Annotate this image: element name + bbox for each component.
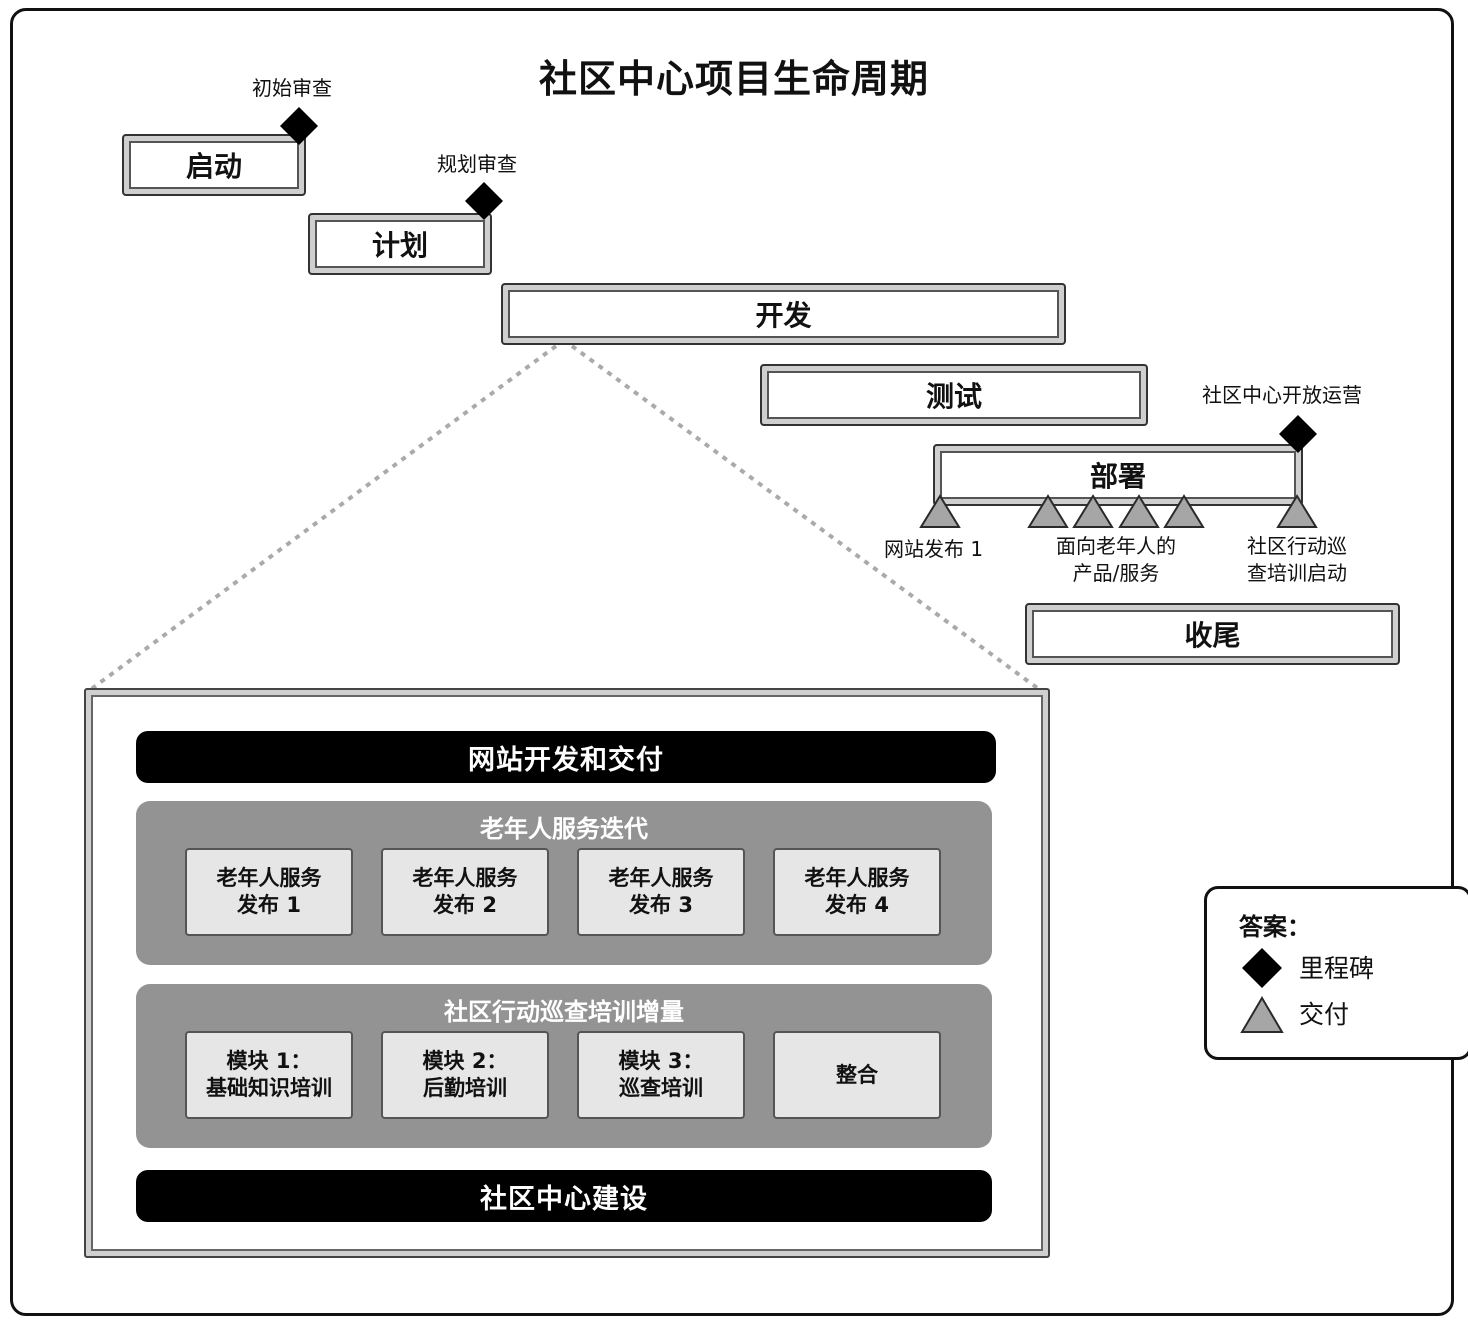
senior-services-group-title: 老年人服务迭代	[480, 815, 648, 843]
phase-deployment: 部署	[933, 444, 1303, 506]
patrol-training-group: 社区行动巡查培训增量 模块 1：基础知识培训 模块 2：后勤培训 模块 3：巡查…	[136, 984, 992, 1148]
training-module-card: 模块 3：巡查培训	[577, 1031, 745, 1119]
patrol-training-group-title: 社区行动巡查培训增量	[444, 998, 684, 1026]
legend-triangle-icon	[1240, 996, 1284, 1033]
milestone-diamond-icon	[1279, 415, 1317, 453]
website-delivery-bar: 网站开发和交付	[136, 731, 996, 783]
milestone-label-center-opening: 社区中心开放运营	[1202, 383, 1362, 407]
phase-planning: 计划	[308, 213, 492, 275]
deliverable-triangle-icon	[1163, 494, 1205, 528]
phase-closure: 收尾	[1025, 603, 1400, 665]
senior-release-card: 老年人服务发布 2	[381, 848, 549, 936]
zoom-line-right	[570, 344, 1042, 692]
training-module-card: 模块 1：基础知识培训	[185, 1031, 353, 1119]
deliverable-triangle-icon	[1027, 494, 1069, 528]
training-module-card: 模块 2：后勤培训	[381, 1031, 549, 1119]
diagram-frame	[10, 8, 1454, 1316]
senior-release-card: 老年人服务发布 1	[185, 848, 353, 936]
center-construction-bar: 社区中心建设	[136, 1170, 992, 1222]
senior-services-group: 老年人服务迭代 老年人服务发布 1 老年人服务发布 2 老年人服务发布 3 老年…	[136, 801, 992, 965]
legend-diamond-icon	[1242, 948, 1282, 988]
development-detail-panel: 网站开发和交付 老年人服务迭代 老年人服务发布 1 老年人服务发布 2 老年人服…	[84, 688, 1050, 1258]
legend-milestone-label: 里程碑	[1299, 954, 1375, 983]
legend-title: 答案：	[1239, 913, 1311, 941]
deliverable-label-website-release: 网站发布 1	[884, 537, 984, 561]
legend: 答案： 里程碑 交付	[1204, 886, 1468, 1060]
milestone-label-planning-review: 规划审查	[437, 152, 517, 176]
phase-initiation: 启动	[122, 134, 306, 196]
deliverable-label-patrol-training: 社区行动巡 查培训启动	[1247, 534, 1347, 585]
phase-development: 开发	[501, 283, 1066, 345]
integration-card: 整合	[773, 1031, 941, 1119]
zoom-line-left	[88, 344, 558, 692]
deliverable-triangle-icon	[919, 494, 961, 528]
deliverable-triangle-icon	[1118, 494, 1160, 528]
milestone-diamond-icon	[465, 182, 503, 220]
milestone-label-initial-review: 初始审查	[252, 76, 332, 100]
milestone-diamond-icon	[280, 107, 318, 145]
phase-testing: 测试	[760, 364, 1148, 426]
diagram-title: 社区中心项目生命周期	[538, 57, 929, 101]
deliverable-triangle-icon	[1276, 494, 1318, 528]
legend-deliverable-label: 交付	[1299, 1000, 1350, 1029]
senior-release-card: 老年人服务发布 4	[773, 848, 941, 936]
senior-release-card: 老年人服务发布 3	[577, 848, 745, 936]
deliverable-triangle-icon	[1072, 494, 1114, 528]
deliverable-label-senior-products: 面向老年人的 产品/服务	[1056, 534, 1176, 585]
